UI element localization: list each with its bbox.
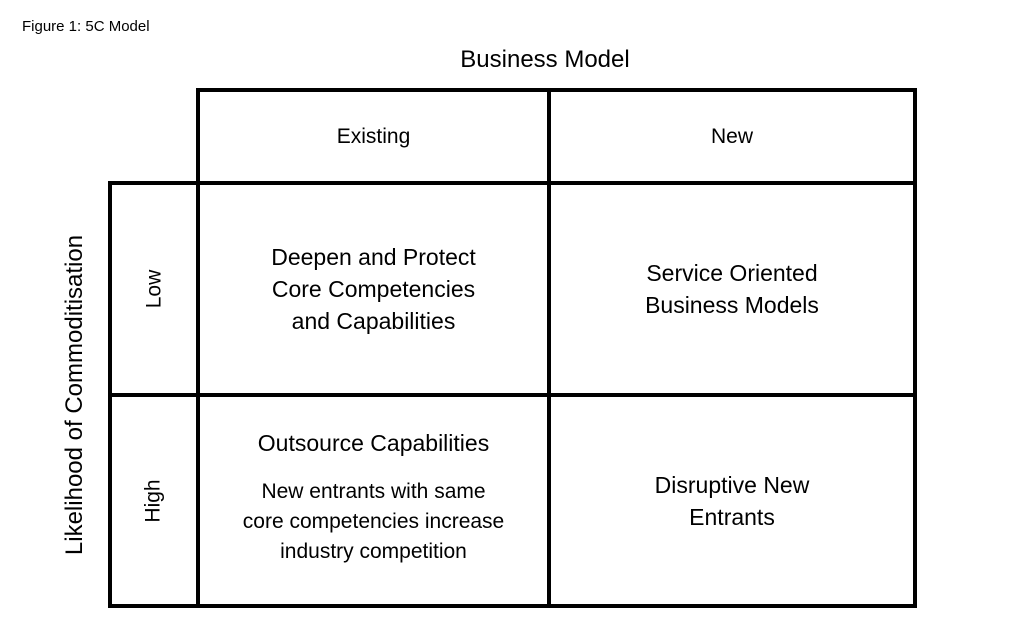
cell-low-existing-line: Core Competencies (271, 276, 476, 302)
cell-high-new-line: Entrants (689, 503, 775, 530)
cell-low-new: Service Oriented Business Models (547, 181, 917, 397)
cell-high-new-line: Disruptive New (654, 471, 810, 498)
commoditisation-axis-title: Likelihood of Commoditisation (61, 234, 88, 556)
row-header-low-label: Low (142, 269, 165, 309)
cell-high-existing-title: Outsource Capabilities (257, 430, 490, 456)
cell-high-existing-note-line: core competencies increase (242, 510, 505, 533)
cell-low-existing-line: Deepen and Protect (271, 244, 476, 270)
cell-low-new-line: Business Models (645, 292, 819, 318)
business-model-axis-title: Business Model (460, 46, 630, 73)
row-header-high-label: High (141, 478, 165, 523)
cell-high-existing: Outsource Capabilities New entrants with… (196, 393, 551, 608)
cell-low-new-line: Service Oriented (646, 260, 818, 286)
column-header-existing-label: Existing (336, 124, 411, 148)
cell-high-new: Disruptive New Entrants (547, 393, 917, 608)
cell-high-existing-note-line: industry competition (280, 540, 467, 563)
row-header-high: High (108, 393, 200, 608)
cell-low-existing-line: and Capabilities (291, 308, 456, 334)
row-header-low: Low (108, 181, 200, 397)
cell-high-existing-note-line: New entrants with same (261, 480, 486, 503)
figure-caption: Figure 1: 5C Model (22, 18, 150, 35)
column-header-new: New (547, 88, 917, 185)
column-header-new-label: New (710, 124, 753, 148)
cell-high-existing-note: New entrants with same core competencies… (243, 477, 504, 567)
column-header-existing: Existing (196, 88, 551, 185)
cell-low-existing: Deepen and Protect Core Competencies and… (196, 181, 551, 397)
